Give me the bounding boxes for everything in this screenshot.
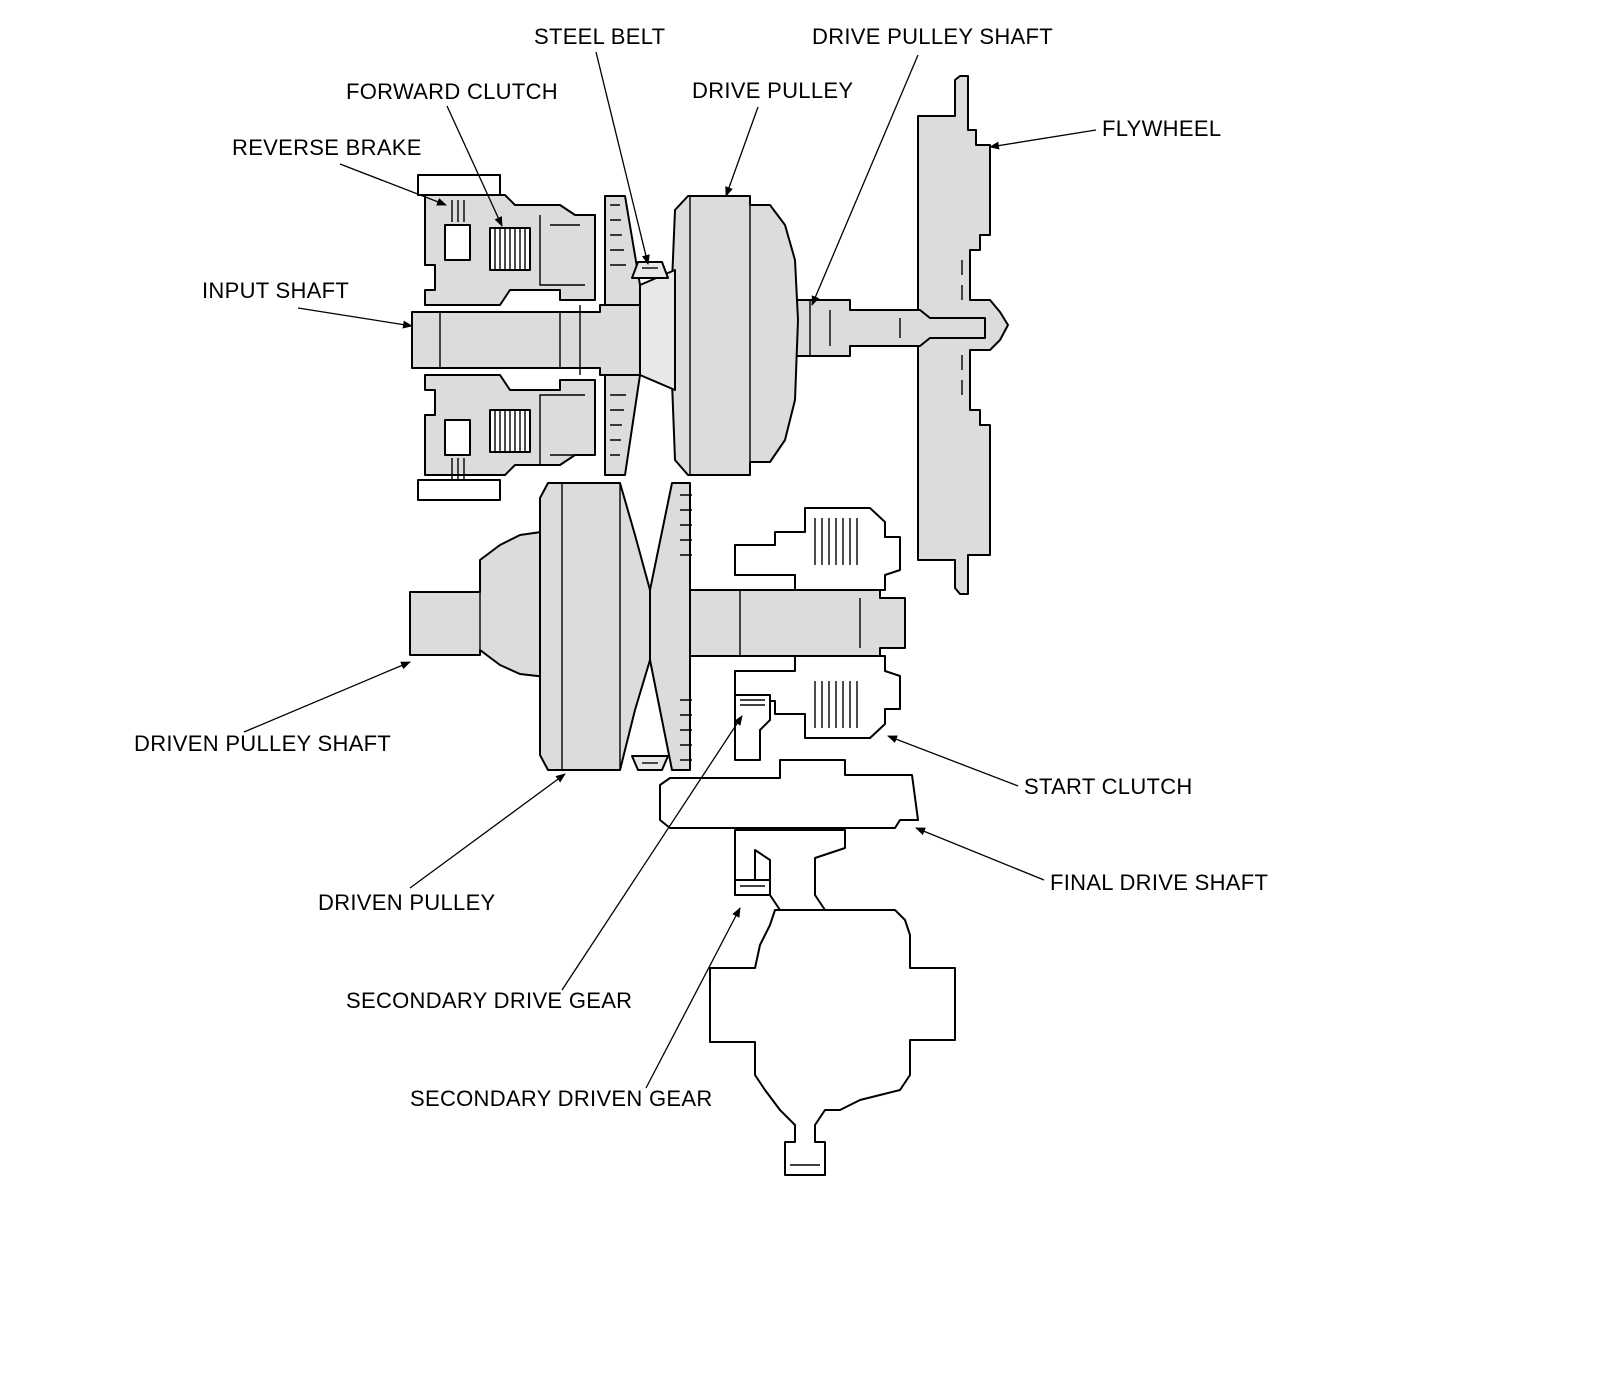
final-drive-shaft-label: FINAL DRIVE SHAFT [1050, 870, 1268, 895]
reverse-brake-label: REVERSE BRAKE [232, 135, 422, 160]
drive-pulley-shaft-part [789, 299, 986, 357]
start-clutch-part [734, 507, 901, 739]
label-drive-pulley-shaft: DRIVE PULLEY SHAFT [811, 24, 1053, 306]
label-forward-clutch: FORWARD CLUTCH [346, 79, 558, 227]
label-final-drive-shaft: FINAL DRIVE SHAFT [915, 827, 1268, 895]
secondary-driven-gear-part [734, 879, 771, 896]
final-drive-shaft-part [659, 759, 919, 911]
driven-pulley-part [539, 482, 906, 771]
label-steel-belt: STEEL BELT [534, 24, 665, 265]
label-drive-pulley: DRIVE PULLEY [692, 78, 853, 197]
forward-clutch-label: FORWARD CLUTCH [346, 79, 558, 104]
drive-pulley-label: DRIVE PULLEY [692, 78, 853, 103]
label-flywheel: FLYWHEEL [989, 116, 1221, 150]
driven-pulley-shaft-part [409, 529, 556, 679]
label-driven-pulley: DRIVEN PULLEY [318, 773, 566, 915]
input-shaft-part [411, 304, 641, 376]
secondary-drive-gear-part [734, 694, 771, 761]
flywheel-label: FLYWHEEL [1102, 116, 1221, 141]
steel-belt-label: STEEL BELT [534, 24, 665, 49]
steel-belt-lower-part [631, 755, 669, 771]
steel-belt-upper-part [631, 261, 669, 279]
input-shaft-label: INPUT SHAFT [202, 278, 349, 303]
label-driven-pulley-shaft: DRIVEN PULLEY SHAFT [134, 661, 411, 756]
start-clutch-label: START CLUTCH [1024, 774, 1193, 799]
driven-pulley-label: DRIVEN PULLEY [318, 890, 496, 915]
differential-housing-part [709, 909, 956, 1176]
label-reverse-brake: REVERSE BRAKE [232, 135, 447, 206]
label-secondary-driven-gear: SECONDARY DRIVEN GEAR [410, 907, 741, 1111]
label-input-shaft: INPUT SHAFT [202, 278, 413, 329]
secondary-driven-gear-label: SECONDARY DRIVEN GEAR [410, 1086, 713, 1111]
secondary-drive-gear-label: SECONDARY DRIVE GEAR [346, 988, 632, 1013]
forward-clutch-assembly-part [417, 174, 596, 501]
drive-pulley-shaft-label: DRIVE PULLEY SHAFT [812, 24, 1053, 49]
label-start-clutch: START CLUTCH [887, 735, 1193, 799]
driven-pulley-shaft-label: DRIVEN PULLEY SHAFT [134, 731, 391, 756]
label-secondary-drive-gear: SECONDARY DRIVE GEAR [346, 715, 743, 1013]
